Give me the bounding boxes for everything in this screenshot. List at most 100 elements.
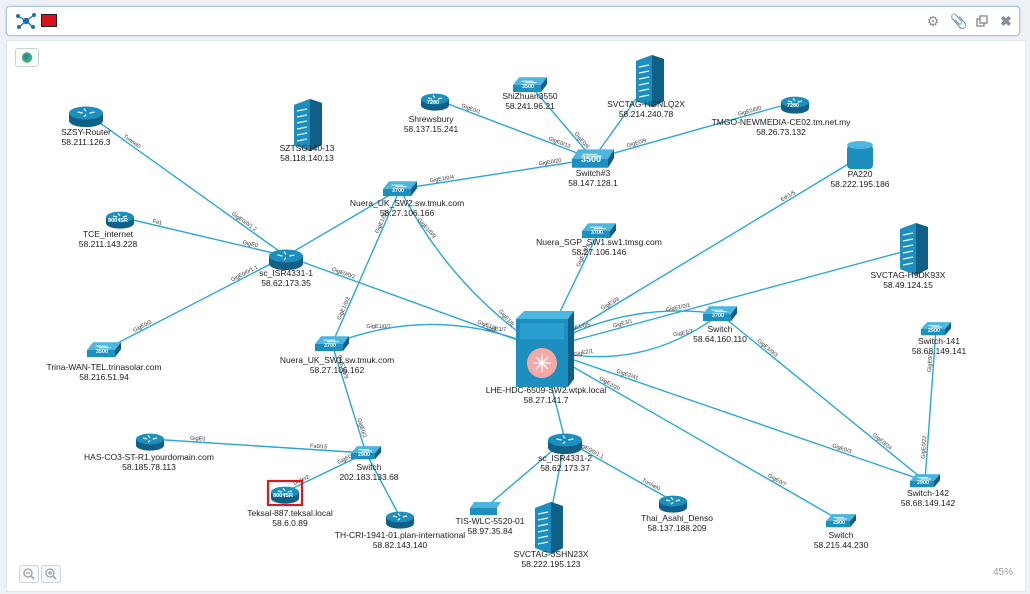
link-line[interactable]	[149, 438, 367, 454]
node-nuera_sw2[interactable]: 3700Nuera_UK_SW2.sw.tmuk.com58.27.106.16…	[350, 181, 464, 218]
router-icon	[386, 511, 414, 529]
node-nuera_sw1[interactable]: 3700Nuera_UK_SW1.sw.tmuk.com58.27.106.16…	[280, 336, 394, 375]
link-port-label: GigE0/0/1.2	[230, 211, 257, 233]
router-icon	[136, 433, 164, 451]
node-ip: 58.216.51.94	[79, 372, 129, 382]
node-name: SVCTAG-H9DK93X	[871, 270, 946, 280]
node-name: Switch-141	[918, 336, 960, 346]
node-name: SVCTAG-HGNLQ2X	[607, 99, 685, 109]
node-name: Teksal-887.teksal.local	[247, 508, 333, 518]
window-icon[interactable]	[974, 13, 990, 29]
link-line[interactable]	[719, 313, 926, 482]
server-icon	[900, 223, 928, 275]
link-line[interactable]	[541, 348, 842, 522]
zoom-out-button[interactable]	[19, 565, 39, 583]
clip-icon[interactable]: 📎	[950, 13, 968, 29]
link-line[interactable]	[119, 216, 287, 257]
node-trina[interactable]: 3500Trina-WAN-TEL.trinasolar.com58.216.5…	[46, 342, 162, 382]
link-line[interactable]	[331, 188, 401, 345]
link-line[interactable]	[924, 328, 937, 482]
switch-icon	[921, 322, 951, 336]
node-has[interactable]: HAS-CO3-ST-R1.yourdomain.com58.185.78.11…	[84, 433, 214, 472]
link-line[interactable]	[331, 343, 367, 454]
node-name: SZSY-Router	[61, 127, 111, 137]
switch-icon	[703, 306, 737, 322]
switch-icon	[513, 77, 547, 93]
link-svctag_h9-lhe[interactable]: GigE3/1	[541, 248, 914, 350]
server-icon	[535, 502, 563, 554]
link-port-label: GigE1/9	[497, 309, 515, 328]
flag-icon[interactable]	[41, 14, 57, 27]
link-line[interactable]	[285, 188, 401, 257]
link-line[interactable]	[399, 158, 594, 190]
model-badge: 2900	[928, 328, 940, 334]
zoom-in-button[interactable]	[41, 565, 61, 583]
link-line[interactable]	[103, 255, 287, 351]
link-isr1-nuera_sw2[interactable]	[285, 188, 401, 257]
node-tmgo[interactable]: 7200TMGO-NEWMEDIA-CE02.tm.net.my58.26.73…	[712, 96, 852, 137]
model-badge: 3700	[591, 230, 603, 236]
link-line[interactable]	[434, 98, 594, 160]
link-port-label: GigE1/0/3	[756, 338, 779, 358]
link-port-label: GigE0/22	[921, 436, 929, 459]
topology-logo-icon[interactable]	[15, 11, 37, 31]
link-line[interactable]	[541, 248, 914, 350]
link-line[interactable]	[85, 112, 287, 257]
link-port-label: GigE0/6	[573, 131, 590, 150]
close-icon[interactable]: ✖	[1000, 13, 1012, 29]
link-port-label: GigE0/13	[548, 136, 572, 150]
node-ip: 58.137.15.241	[404, 124, 459, 134]
router-icon	[271, 486, 299, 504]
globe-button[interactable]	[15, 48, 39, 67]
link-line[interactable]	[331, 323, 543, 350]
node-name: SVCTAG-3SHN23X	[514, 549, 589, 559]
node-isr2[interactable]: sc_ISR4331-258.62.173.37	[538, 433, 592, 473]
gear-icon[interactable]: ⚙	[926, 13, 940, 29]
node-name: TCE_internet	[83, 229, 134, 239]
alert-frame	[266, 479, 304, 507]
link-port-label: GigE0/2	[356, 418, 368, 439]
link-line[interactable]	[541, 348, 926, 482]
core-icon	[516, 311, 574, 387]
node-thcri[interactable]: TH-CRI-1941-01.plan-international58.82.1…	[335, 511, 466, 550]
node-ip: 58.27.106.146	[572, 247, 627, 257]
link-line[interactable]	[541, 156, 861, 350]
link-port-label: Fa1	[152, 219, 163, 227]
model-badge: 800 ISR	[108, 218, 128, 224]
node-nuera_sgp[interactable]: 3700Nuera_SGP_SW1.sw1.tmsg.com58.27.106.…	[536, 223, 662, 257]
switch-icon	[383, 181, 417, 197]
link-line[interactable]	[592, 101, 796, 160]
link-port-label: GigE1/0/9	[416, 217, 437, 239]
node-isr1[interactable]: sc_ISR4331-158.62.173.35	[259, 249, 313, 288]
node-name: Switch	[707, 324, 732, 334]
